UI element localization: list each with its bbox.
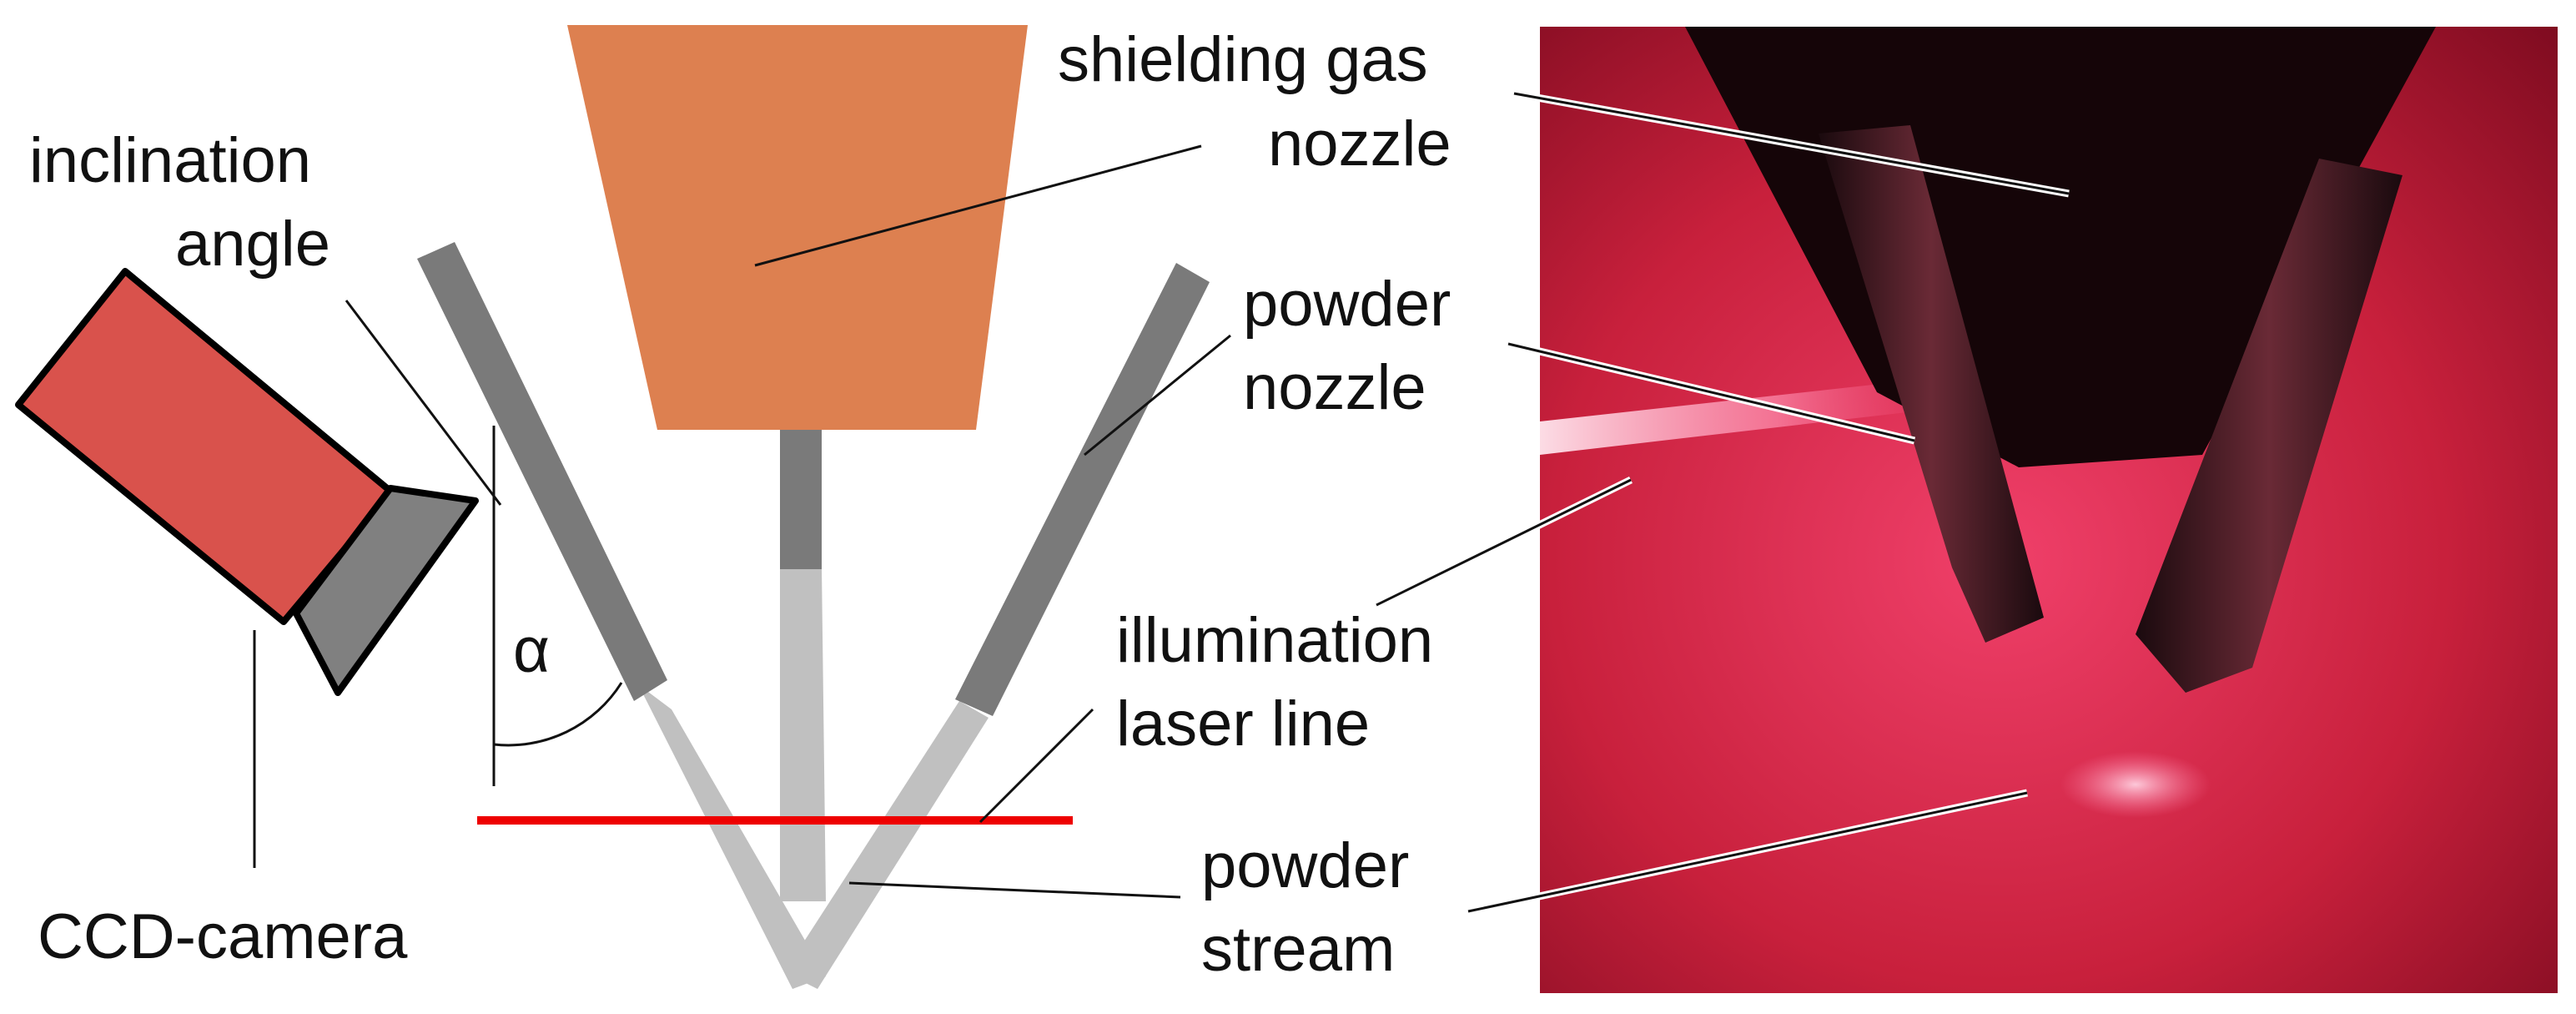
label-laser-line1: illumination [1116, 605, 1433, 676]
camera-lens [293, 485, 479, 696]
label-gas-line1: shielding gas [1058, 24, 1428, 95]
powder-nozzle-center [780, 427, 822, 569]
label-inclination-line1: inclination [29, 125, 311, 196]
powder-nozzle-left [417, 242, 667, 701]
label-stream-line1: powder [1201, 830, 1409, 901]
photo-powder-stream [2060, 751, 2211, 818]
label-inclination-line2: angle [175, 209, 330, 280]
photo-powder-needle-right [2136, 159, 2402, 693]
laser-line [477, 816, 1073, 825]
ccd-camera [15, 268, 479, 696]
photo-leader-lines [1375, 89, 2070, 916]
label-stream-line2: stream [1201, 914, 1395, 985]
powder-nozzles [417, 242, 1210, 716]
label-powder-nozzle-line1: powder [1243, 269, 1451, 340]
alpha-symbol: α [513, 615, 550, 686]
label-camera: CCD-camera [38, 901, 408, 972]
label-laser-line2: laser line [1116, 689, 1370, 759]
powder-nozzle-right [955, 263, 1210, 716]
label-powder-nozzle-line2: nozzle [1243, 352, 1426, 423]
angle-arc [493, 682, 623, 747]
leader-lines [253, 144, 1231, 899]
label-gas-line2: nozzle [1268, 108, 1452, 179]
camera-body [15, 268, 395, 625]
photo-laser-beam [1540, 380, 1935, 455]
photo-panel [1540, 27, 2558, 993]
powder-stream [638, 568, 989, 989]
photo-powder-needle-left [1819, 125, 2044, 643]
shielding-gas-nozzle [567, 25, 1028, 430]
